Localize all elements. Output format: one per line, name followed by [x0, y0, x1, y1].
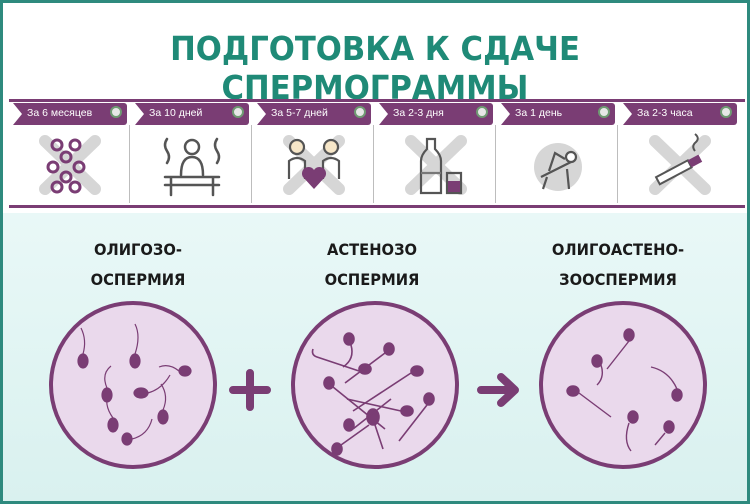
timeline-step-label: За 5-7 дней — [271, 107, 328, 119]
timeline-bottom-divider — [9, 205, 745, 208]
condition-label-oligozoospermia: ОЛИГОЗО- ОСПЕРМИЯ — [90, 240, 186, 289]
dot-icon — [354, 106, 366, 118]
timeline-step-1-day: За 1 день — [501, 103, 621, 203]
timeline-top-divider — [9, 99, 745, 102]
sperm-sample-circle-oligoasthenozoospermia — [539, 301, 707, 469]
dot-icon — [598, 106, 610, 118]
timeline-step-label: За 6 месяцев — [27, 107, 93, 119]
timeline-step-6-months: За 6 месяцев — [13, 103, 133, 203]
alcohol-crossed-icon — [405, 135, 467, 195]
dna-crossed-icon — [39, 135, 101, 195]
couple-heart-icon — [283, 135, 345, 195]
dot-icon — [110, 106, 122, 118]
timeline-step-label: За 1 день — [515, 107, 563, 119]
sauna-icon — [163, 137, 221, 197]
dot-icon — [720, 106, 732, 118]
plus-icon — [229, 369, 271, 411]
conditions-section: ОЛИГОЗО- ОСПЕРМИЯ АСТЕНОЗО ОСПЕРМИЯ ОЛИГ… — [3, 213, 747, 501]
dot-icon — [232, 106, 244, 118]
timeline-step-label: За 2-3 часа — [637, 107, 693, 119]
condition-label-asthenozoospermia: АСТЕНОЗО ОСПЕРМИЯ — [324, 240, 420, 289]
sperm-sample-circle-asthenozoospermia — [291, 301, 459, 469]
dot-icon — [476, 106, 488, 118]
timeline-step-2-3-hours: За 2-3 часа — [623, 103, 743, 203]
arrow-right-icon — [477, 373, 519, 407]
massage-icon — [534, 143, 582, 191]
timeline: За 6 месяцев За 10 дней — [13, 103, 743, 213]
sperm-sample-circle-oligozoospermia — [49, 301, 217, 469]
page-title: ПОДГОТОВКА К СДАЧЕ СПЕРМОГРАММЫ — [170, 29, 580, 107]
timeline-step-label: За 10 дней — [149, 107, 203, 119]
timeline-step-5-7-days: За 5-7 дней — [257, 103, 377, 203]
timeline-step-label: За 2-3 дня — [393, 107, 444, 119]
timeline-step-2-3-days: За 2-3 дня — [379, 103, 499, 203]
timeline-step-10-days: За 10 дней — [135, 103, 255, 203]
cigarette-crossed-icon — [649, 133, 711, 195]
condition-label-oligoasthenozoospermia: ОЛИГОАСТЕНО- ЗООСПЕРМИЯ — [551, 240, 685, 289]
